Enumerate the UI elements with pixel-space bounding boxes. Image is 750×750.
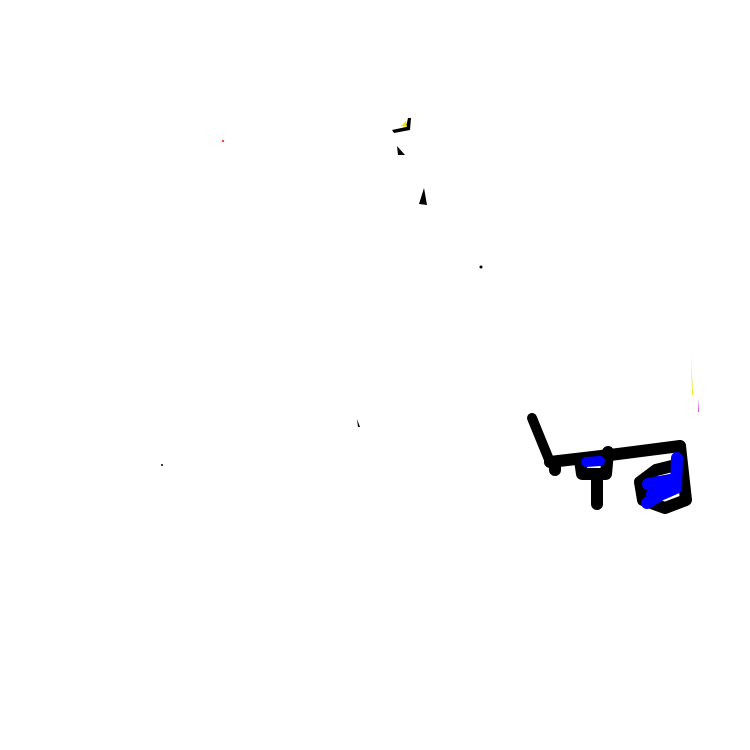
horizontal-bar [544, 440, 686, 468]
red-dot [221, 139, 225, 143]
dot [479, 265, 483, 269]
yellow-line [691, 355, 693, 395]
small-triangle [397, 146, 405, 155]
hook-stroke [392, 118, 411, 133]
dot-2 [161, 464, 163, 466]
top-strokes [161, 118, 699, 466]
blue-dash [581, 456, 605, 467]
yellow-speck [401, 121, 407, 127]
small-triangle-2 [419, 188, 427, 205]
magenta-line [698, 398, 699, 412]
diagonal-stroke [527, 413, 555, 467]
blue-strokes [581, 452, 683, 509]
blue-fill [641, 452, 683, 509]
tick-mark [357, 419, 360, 427]
